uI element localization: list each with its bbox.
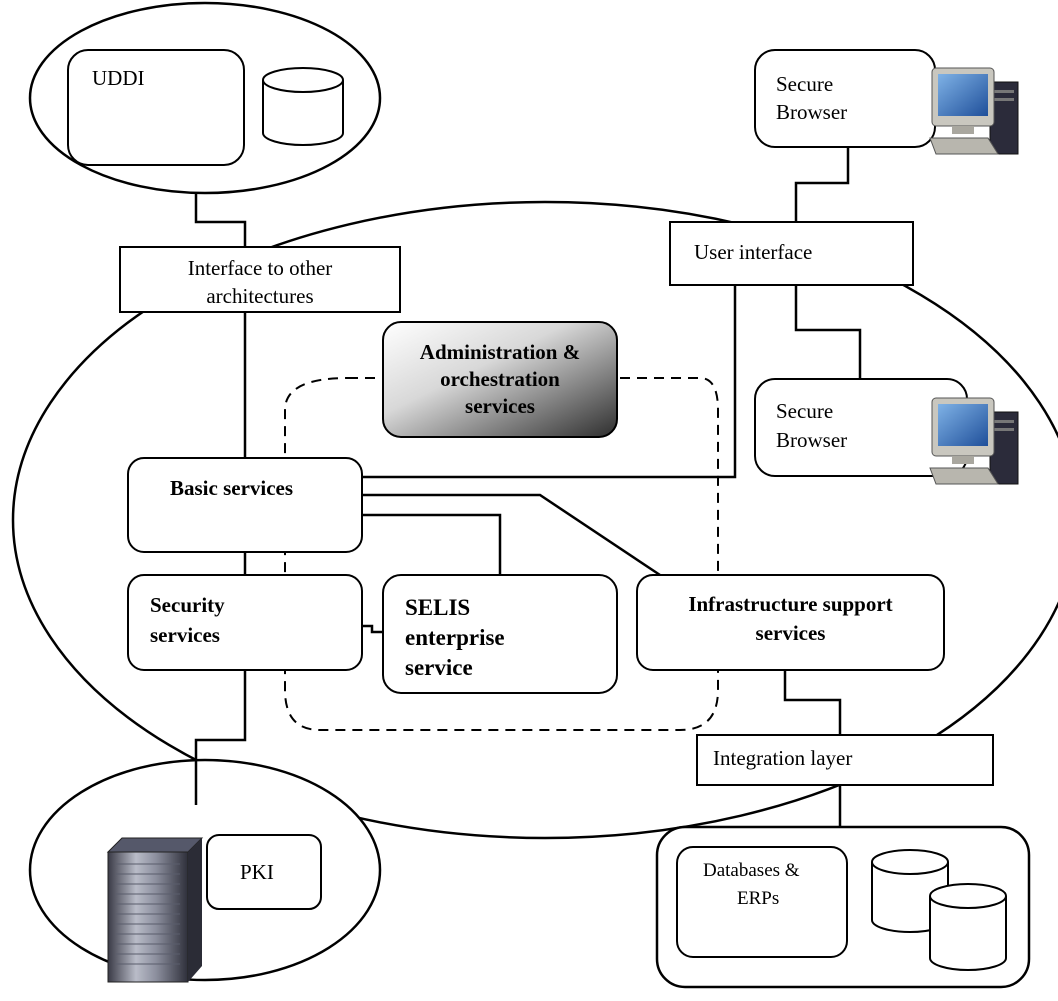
- user-interface-label: User interface: [694, 240, 813, 264]
- infrastructure-line2: services: [755, 621, 826, 645]
- secure-browser-top-line1: Secure: [776, 72, 834, 96]
- integration-layer-box: [696, 734, 994, 786]
- system-boundary-ellipse: [11, 200, 1058, 840]
- secure-browser-top-line2: Browser: [776, 100, 848, 124]
- integration-layer-label: Integration layer: [713, 746, 853, 770]
- basic-services-label: Basic services: [170, 476, 294, 500]
- secure-browser-bottom-line1: Secure: [776, 399, 834, 423]
- desktop-computer-icon: [929, 67, 1019, 155]
- databases-line2: ERPs: [737, 888, 780, 909]
- server-tower-icon: [106, 837, 204, 983]
- secure-browser-top-box: [754, 49, 936, 148]
- interface-other-arch-line1: Interface to other: [187, 256, 333, 280]
- interface-other-arch-line2: architectures: [206, 284, 314, 308]
- interface-other-architectures-box: [119, 246, 401, 313]
- infrastructure-line1: Infrastructure support: [688, 592, 893, 616]
- connectors: [194, 147, 862, 827]
- selis-line1: SELIS: [405, 595, 471, 620]
- pki-box: [206, 834, 322, 910]
- admin-line2: orchestration: [440, 367, 560, 391]
- database-icon: [929, 883, 1007, 971]
- databases-line1: Databases &: [703, 860, 800, 881]
- uddi-label: UDDI: [92, 66, 145, 90]
- admin-orchestration-box: [382, 321, 618, 438]
- orchestration-dashed-boundary: [284, 377, 719, 731]
- basic-services-box: [127, 457, 363, 553]
- user-interface-box: [669, 221, 914, 286]
- databases-inner-box: [676, 846, 848, 958]
- selis-line2: enterprise: [405, 625, 505, 650]
- admin-line1: Administration &: [419, 340, 581, 364]
- desktop-computer-icon: [929, 397, 1019, 485]
- security-line1: Security: [150, 593, 225, 617]
- security-line2: services: [150, 623, 220, 647]
- infrastructure-support-box: [636, 574, 945, 671]
- uddi-box: [67, 49, 245, 166]
- admin-line3: services: [465, 394, 535, 418]
- selis-line3: service: [405, 655, 473, 680]
- secure-browser-bottom-line2: Browser: [776, 428, 848, 452]
- security-services-box: [127, 574, 363, 671]
- pki-ellipse: [28, 758, 382, 982]
- uddi-database-icon: [262, 67, 344, 146]
- selis-enterprise-service-box: [382, 574, 618, 694]
- pki-label: PKI: [240, 860, 274, 884]
